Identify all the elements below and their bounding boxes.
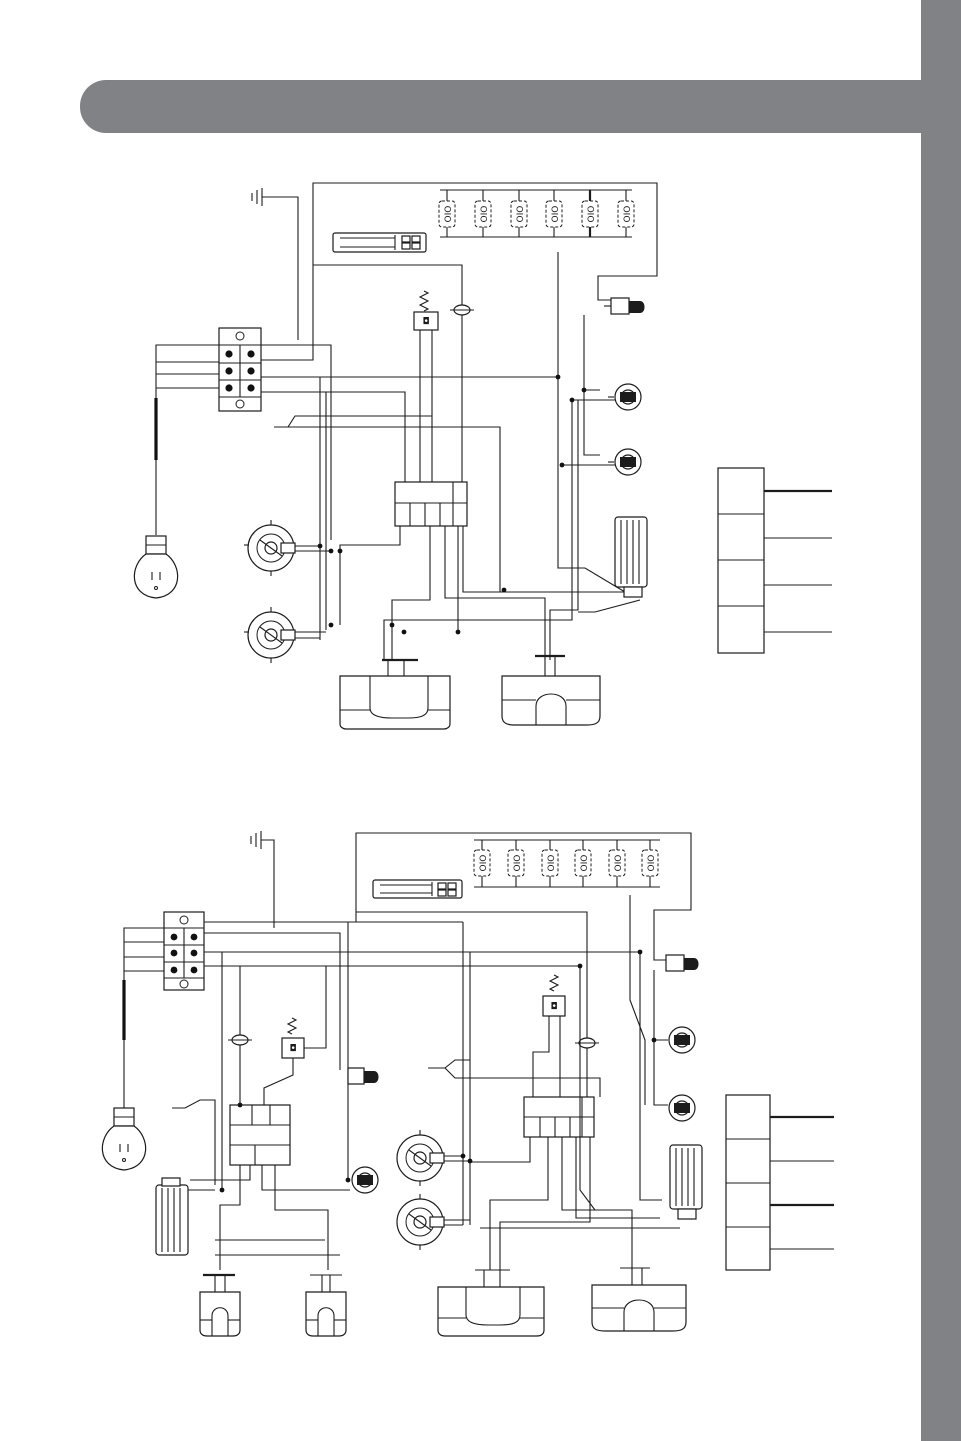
switch-label: OIO	[514, 206, 524, 223]
spring-sensor-icon: ◘	[264, 966, 326, 1105]
switch-icon: OIO	[642, 840, 658, 887]
ground-icon	[251, 831, 274, 922]
heating-element-icon	[592, 1268, 686, 1331]
fan-motor-icon	[669, 1095, 695, 1121]
heater-fan-icon	[615, 517, 647, 597]
switch-label: OIO	[612, 855, 622, 872]
switch-icon: OIO	[582, 190, 598, 237]
switch-label: OIO	[478, 206, 488, 223]
switch-icon: OIO	[511, 190, 527, 237]
rotary-switch-icon	[397, 1130, 470, 1186]
switch-label: OIO	[549, 206, 559, 223]
lower-wiring-diagram: OIO OIO OIO OIO OIO	[102, 831, 834, 1336]
fan-motor-icon	[352, 1167, 378, 1193]
upper-wiring-diagram: OIO OIO OIO OIO OIO	[134, 183, 832, 729]
ground-icon	[252, 188, 298, 340]
thermal-fuse-icon	[228, 1035, 252, 1045]
fan-motor-icon	[608, 384, 641, 410]
switch-label: OIO	[578, 855, 588, 872]
switch-label: OIO	[511, 855, 521, 872]
switch-icon: OIO	[542, 840, 558, 887]
switch-label: OIO	[621, 206, 631, 223]
spring-sensor-icon: ◘	[414, 291, 438, 482]
svg-text:◘: ◘	[550, 1002, 557, 1012]
switch-label: OIO	[645, 855, 655, 872]
fan-motor-icon	[608, 449, 641, 475]
switch-icon: OIO	[609, 840, 625, 887]
heating-element-icon	[438, 1270, 544, 1336]
rotary-switch-icon	[244, 520, 331, 576]
heater-fan-icon	[670, 1145, 702, 1219]
power-cord-plug-icon	[134, 536, 177, 598]
thermal-fuse-icon	[313, 265, 474, 482]
wire-color-legend	[718, 468, 832, 653]
indicator-lamp-icon	[348, 1068, 379, 1084]
fan-motor-icon	[669, 1027, 695, 1053]
control-board-icon	[373, 880, 462, 898]
relay-module-icon	[524, 1097, 594, 1137]
relay-module-icon	[230, 1105, 290, 1165]
rotary-switch-icon	[397, 1194, 470, 1250]
heating-element-icon	[502, 656, 600, 725]
switch-icon: OIO	[575, 840, 591, 887]
switch-label: OIO	[585, 206, 595, 223]
power-cord-plug-icon	[102, 1108, 145, 1170]
switch-label: OIO	[545, 855, 555, 872]
heating-element-icon	[340, 660, 450, 729]
rotary-switch-icon	[244, 607, 326, 663]
heating-element-icon	[306, 1275, 346, 1336]
wire-color-legend	[726, 1095, 834, 1270]
switch-icon: OIO	[439, 190, 455, 237]
switch-icon: OIO	[546, 190, 562, 237]
switch-icon: OIO	[618, 190, 634, 237]
switch-row-lower: OIO OIO OIO OIO OIO	[474, 840, 658, 887]
switch-icon: OIO	[475, 190, 491, 237]
switch-icon: OIO	[474, 840, 490, 887]
spring-sensor-icon: ◘	[533, 975, 565, 1097]
switch-icon: OIO	[508, 840, 524, 887]
heater-fan-icon	[156, 1178, 188, 1255]
terminal-block-icon	[219, 328, 261, 411]
svg-text:◘: ◘	[289, 1044, 296, 1054]
heating-element-icon	[200, 1275, 240, 1336]
switch-row-upper: OIO OIO OIO OIO OIO	[439, 190, 634, 237]
relay-module-icon	[395, 482, 467, 526]
svg-text:◘: ◘	[422, 317, 429, 327]
control-board-icon	[333, 233, 426, 252]
indicator-lamp-icon	[666, 955, 699, 971]
switch-label: OIO	[477, 855, 487, 872]
terminal-block-icon	[164, 912, 204, 990]
switch-label: OIO	[442, 206, 452, 223]
